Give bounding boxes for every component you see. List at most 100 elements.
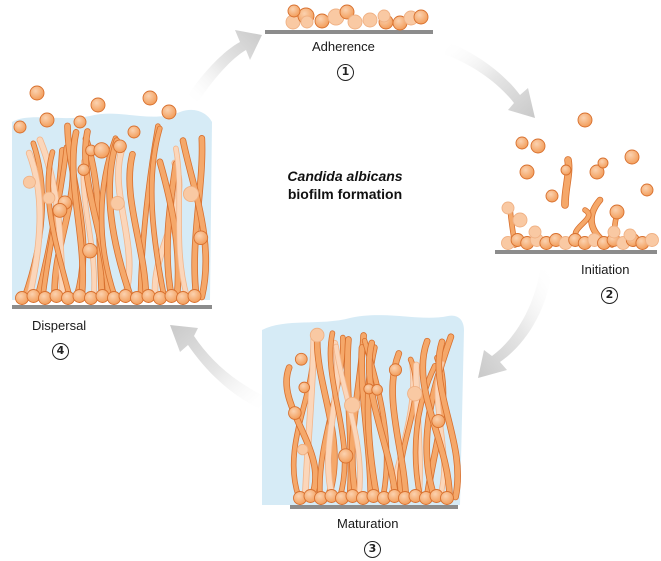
dispersal-yeast-cell xyxy=(107,291,121,305)
diagram-title: Candida albicans biofilm formation xyxy=(260,167,430,203)
hypha xyxy=(284,365,319,500)
stage-label-adherence: Adherence xyxy=(312,39,375,54)
initiation-substrate xyxy=(495,250,657,254)
hypha xyxy=(420,338,453,500)
dispersal-yeast-cell xyxy=(72,289,87,303)
arrow-initiation-to-maturation xyxy=(478,268,552,378)
maturation-yeast-cell xyxy=(294,352,308,366)
maturation-yeast-cell xyxy=(338,448,354,464)
adherent-yeast-cell xyxy=(300,15,314,29)
stage-label-initiation: Initiation xyxy=(581,262,630,277)
hypha xyxy=(149,126,167,299)
stage-label-dispersal: Dispersal xyxy=(32,318,87,333)
stage-label-maturation: Maturation xyxy=(337,516,399,531)
adherent-yeast-cell xyxy=(347,14,363,30)
hypha xyxy=(314,334,337,500)
released-yeast-cell xyxy=(161,104,177,120)
hypha xyxy=(164,161,179,300)
hypha xyxy=(26,150,43,300)
initiation-yeast-cell xyxy=(519,164,535,180)
stage-number-4: 4 xyxy=(52,343,69,360)
adherent-yeast-cell xyxy=(413,9,429,25)
dispersal-yeast-cell xyxy=(176,291,190,305)
initiation-yeast-cell xyxy=(645,233,659,247)
initiation-yeast-cell xyxy=(589,164,605,180)
hypha xyxy=(107,138,134,300)
hypha xyxy=(561,157,572,208)
dispersal-yeast-cell xyxy=(93,142,110,159)
maturation-yeast-cell xyxy=(297,443,309,456)
hypha xyxy=(413,363,437,499)
maturation-yeast-cell xyxy=(309,327,325,343)
hypha xyxy=(70,129,86,300)
adherent-yeast-cell xyxy=(339,4,355,20)
dispersal-yeast-cell xyxy=(82,242,98,259)
initiation-yeast-cell xyxy=(512,212,528,228)
dispersal-yeast-cell xyxy=(77,163,90,176)
dispersal-yeast-cell xyxy=(187,289,202,303)
cycle-arrows xyxy=(170,30,552,410)
hypha xyxy=(127,151,149,300)
hypha xyxy=(180,138,209,300)
hypha xyxy=(157,159,181,300)
initiation-yeast-cell xyxy=(530,138,546,154)
hypha xyxy=(302,333,317,500)
dispersal-yeast-cell xyxy=(130,291,144,305)
dispersal-yeast-cell xyxy=(110,195,125,211)
dispersal-yeast-cell xyxy=(164,289,179,303)
initiation-yeast-cell xyxy=(624,149,640,165)
initiation-yeast-cell xyxy=(528,225,542,239)
hypha xyxy=(173,146,190,299)
initiation-yeast-cell xyxy=(560,164,572,176)
released-yeast-cell xyxy=(73,115,87,129)
maturation-yeast-cell xyxy=(431,414,446,429)
dispersal-yeast-cell xyxy=(52,202,68,218)
cell-layer xyxy=(13,4,659,505)
stage-number-1: 1 xyxy=(337,64,354,81)
maturation-yeast-cell xyxy=(407,386,423,402)
initiation-yeast-cell xyxy=(577,112,593,128)
title-subtitle: biofilm formation xyxy=(287,186,403,202)
released-yeast-cell xyxy=(127,125,141,139)
dispersal-yeast-cell xyxy=(95,289,110,303)
initiation-yeast-cell xyxy=(609,204,625,220)
initiation-yeast-cell xyxy=(623,228,637,242)
dispersal-yeast-cell xyxy=(15,291,29,305)
initiation-yeast-cell xyxy=(607,225,621,239)
adherent-yeast-cell xyxy=(377,9,391,23)
dispersal-yeast-cell xyxy=(84,291,98,305)
dispersal-yeast-cell xyxy=(141,289,156,303)
substrates xyxy=(12,30,657,509)
initiation-yeast-cell xyxy=(640,183,654,197)
dispersal-substrate xyxy=(12,305,212,309)
initiation-yeast-cell xyxy=(515,136,529,150)
stage-number-3: 3 xyxy=(364,541,381,558)
maturation-yeast-cell xyxy=(388,363,402,377)
released-yeast-cell xyxy=(13,120,27,134)
dispersal-yeast-cell xyxy=(38,291,52,305)
hypha xyxy=(115,144,132,300)
adherent-yeast-cell xyxy=(287,4,301,18)
maturation-substrate xyxy=(290,505,458,509)
released-yeast-cell xyxy=(39,112,55,128)
dispersal-yeast-cell xyxy=(153,291,167,305)
hypha xyxy=(366,340,399,500)
hypha xyxy=(46,150,72,299)
dispersal-yeast-cell xyxy=(113,139,127,154)
dispersal-yeast-cell xyxy=(49,289,64,303)
released-yeast-cell xyxy=(90,97,106,113)
adherence-substrate xyxy=(265,30,433,34)
initiation-yeast-cell xyxy=(545,189,559,203)
arrow-adherence-to-initiation xyxy=(444,42,535,118)
arrow-maturation-to-dispersal xyxy=(170,325,268,410)
hypha xyxy=(334,344,363,499)
dispersal-yeast-cell xyxy=(182,185,200,203)
initiation-yeast-cell xyxy=(597,157,609,169)
maturation-yeast-cell xyxy=(440,491,454,505)
dispersal-yeast-cell xyxy=(193,230,209,246)
maturation-yeast-cell xyxy=(298,381,311,394)
dispersal-yeast-cell xyxy=(22,175,36,189)
maturation-yeast-cell xyxy=(344,397,361,414)
